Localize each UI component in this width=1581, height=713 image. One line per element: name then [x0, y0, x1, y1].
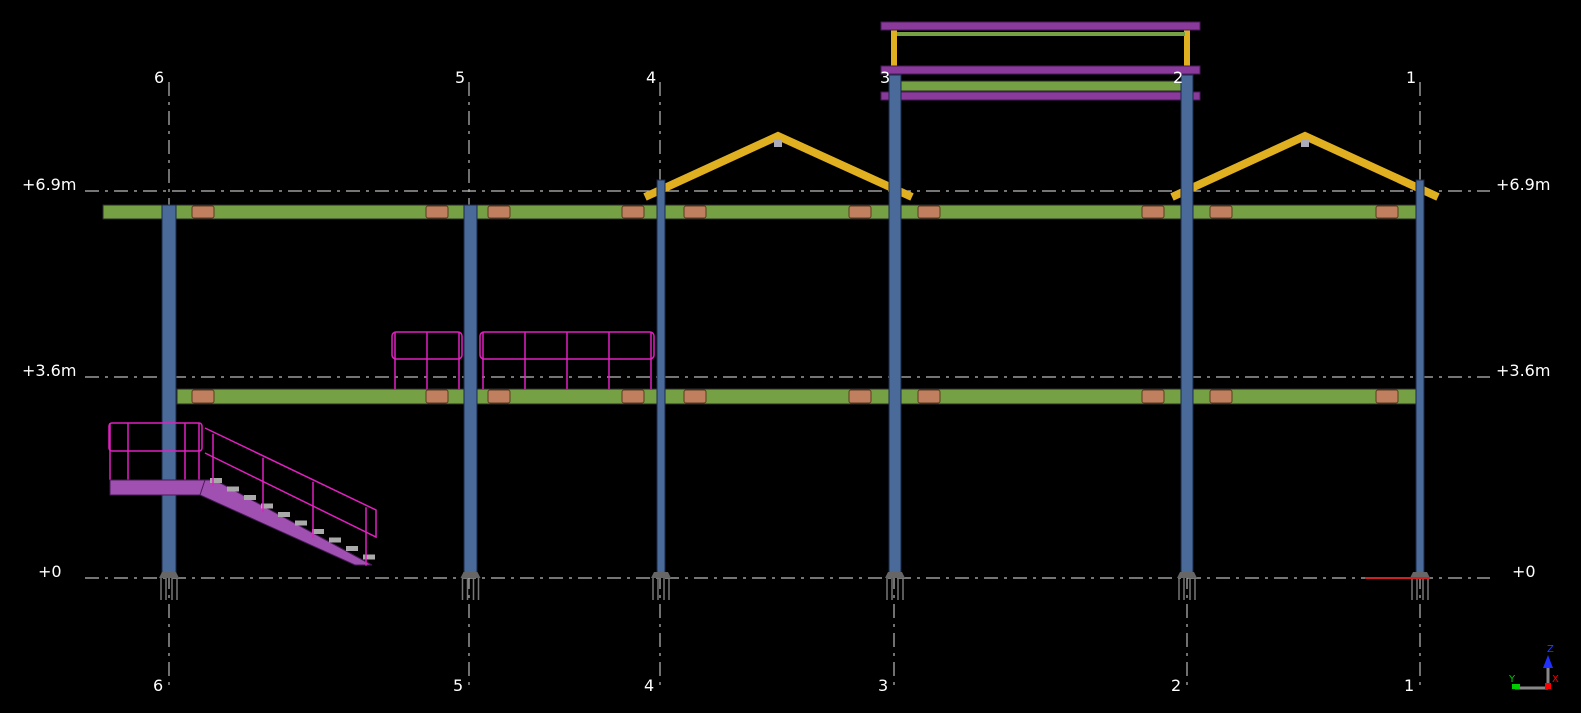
- base-plate: [651, 572, 671, 578]
- grid-label-bottom: 5: [453, 676, 463, 695]
- connection-plate: [683, 389, 707, 404]
- stair-handrail: [204, 427, 377, 539]
- structure: [102, 21, 1440, 600]
- anchor-bolts: [886, 578, 904, 600]
- stair-tread: [329, 537, 341, 543]
- connection-plate: [848, 389, 872, 404]
- stair-tread: [295, 520, 307, 526]
- base-plate: [885, 572, 905, 578]
- level-label-right: +6.9m: [1496, 175, 1550, 194]
- grid-label-bottom: 2: [1171, 676, 1181, 695]
- anchor-bolts: [1411, 578, 1429, 600]
- connection-plate: [425, 389, 449, 404]
- anchor-bolts: [461, 578, 480, 600]
- connection-plate: [1141, 205, 1165, 219]
- connection-plate: [191, 389, 215, 404]
- post: [1184, 30, 1190, 66]
- stair-landing: [109, 479, 206, 496]
- connection-plate: [917, 389, 941, 404]
- column: [463, 204, 478, 576]
- purlin: [880, 21, 1201, 31]
- grid-label-top: 5: [455, 68, 465, 87]
- stair-tread: [346, 546, 358, 551]
- post: [891, 30, 897, 66]
- stair-tread: [227, 486, 239, 492]
- stair-tread: [210, 478, 222, 483]
- connection-plate: [621, 205, 645, 219]
- connection-plate: [1209, 389, 1233, 404]
- column: [1180, 74, 1194, 576]
- axis-x-label: X: [1552, 674, 1559, 685]
- stair-tread: [278, 512, 290, 517]
- column: [888, 74, 902, 576]
- column: [161, 204, 177, 576]
- connection-plate: [683, 205, 707, 219]
- stair-tread: [363, 554, 375, 560]
- level-label-right: +3.6m: [1496, 361, 1550, 380]
- beam-top: [897, 32, 1185, 36]
- grid-label-top: 4: [646, 68, 656, 87]
- anchor-bolts: [1178, 578, 1196, 600]
- rafter: [643, 131, 914, 201]
- beam-top: [896, 80, 1186, 92]
- level-label-left: +3.6m: [22, 361, 76, 380]
- purlin: [880, 65, 1201, 75]
- grid-label-bottom: 6: [153, 676, 163, 695]
- grid-label-top: 1: [1406, 68, 1416, 87]
- connection-plate: [487, 205, 511, 219]
- anchor-bolts: [160, 578, 178, 600]
- connection-plate: [425, 205, 449, 219]
- base-plate: [460, 572, 481, 578]
- connection-plate: [1375, 389, 1399, 404]
- axis-triad-icon: Z Y X: [1508, 644, 1559, 690]
- connection-plate: [917, 205, 941, 219]
- column: [656, 179, 666, 576]
- connection-plate: [487, 389, 511, 404]
- connection-plate: [621, 389, 645, 404]
- connection-plate: [1141, 389, 1165, 404]
- grid-label-top: 3: [880, 68, 890, 87]
- axis-y-label: Y: [1508, 674, 1516, 685]
- purlin: [880, 91, 1201, 101]
- stair-tread: [244, 495, 256, 500]
- rafter: [1170, 131, 1440, 201]
- handrail: [108, 422, 203, 452]
- connection-plate: [191, 205, 215, 219]
- base-plate: [159, 572, 179, 578]
- anchor-bolts: [652, 578, 670, 600]
- grid-label-bottom: 3: [878, 676, 888, 695]
- grid-label-top: 2: [1173, 68, 1183, 87]
- axis-z-label: Z: [1547, 644, 1554, 655]
- stair-tread: [261, 503, 273, 509]
- level-label-left: +0: [38, 562, 62, 581]
- ridge-plate: [774, 139, 782, 147]
- grid-label-bottom: 1: [1404, 676, 1414, 695]
- connection-plate: [1375, 205, 1399, 219]
- level-label-right: +0: [1512, 562, 1536, 581]
- base-plate: [1177, 572, 1197, 578]
- connection-plate: [1209, 205, 1233, 219]
- grid-label-bottom: 4: [644, 676, 654, 695]
- grid-lines: [85, 82, 1490, 690]
- level-label-left: +6.9m: [22, 175, 76, 194]
- column: [1415, 179, 1425, 576]
- base-plate: [1410, 572, 1430, 578]
- grid-label-top: 6: [154, 68, 164, 87]
- connection-plate: [848, 205, 872, 219]
- labels: 6 6 5 5 4 4 3 3 2 2 1 1 +6.9m +6.9m +3.6m +3.6m +0 +0: [22, 68, 1550, 695]
- stair-tread: [312, 529, 324, 534]
- ridge-plate: [1301, 139, 1309, 147]
